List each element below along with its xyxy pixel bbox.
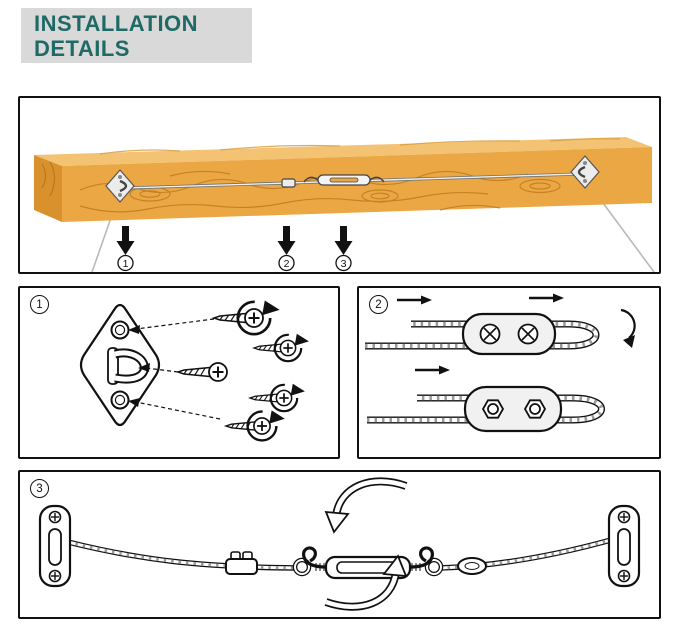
right-pad-eye xyxy=(570,155,600,189)
rope-sleeve xyxy=(457,557,487,575)
step3-panel: 3 xyxy=(18,470,661,619)
rotate-arrow-bottom-icon xyxy=(324,554,408,611)
leader-lines xyxy=(135,318,221,420)
clip-body xyxy=(463,385,563,433)
rope-eye-right xyxy=(424,557,444,577)
hex-nuts xyxy=(481,399,547,419)
curved-arrow-icon xyxy=(620,308,636,339)
curved-arrowhead xyxy=(623,335,635,348)
rotate-arrow-top-icon xyxy=(324,477,408,534)
leader-arrowhead xyxy=(138,363,150,372)
right-arrow-icon xyxy=(527,292,566,304)
left-rope-clip xyxy=(225,551,258,575)
callout-1: 1 xyxy=(117,254,134,272)
right-hook-icon xyxy=(409,546,434,569)
step3-number-badge: 3 xyxy=(30,479,49,498)
step2-panel: 2 xyxy=(357,286,661,459)
right-wall-plate xyxy=(607,504,641,588)
rope xyxy=(365,320,600,350)
callout-1-number: 1 xyxy=(123,258,129,270)
step3-illustration xyxy=(38,477,641,611)
title-line-2: DETAILS xyxy=(34,36,130,61)
step2-number-badge: 2 xyxy=(369,295,388,314)
down-arrow-icon-3 xyxy=(334,226,353,255)
ring-bracket xyxy=(107,347,119,385)
turnbuckle xyxy=(302,546,434,580)
duplex-clip-nut-view xyxy=(367,385,605,433)
callout-2: 2 xyxy=(278,254,295,272)
callout-3-number: 3 xyxy=(341,258,347,270)
leader-arrowhead xyxy=(128,398,140,407)
down-arrow-icon-1 xyxy=(116,226,135,255)
page-title: INSTALLATION DETAILS xyxy=(21,8,252,63)
overview-panel: 1 2 3 xyxy=(18,96,661,274)
duplex-clip-cross-bolt-view xyxy=(365,292,636,376)
down-arrow-icon-2 xyxy=(277,226,296,255)
turnbuckle-icon xyxy=(303,174,385,186)
bolt-cross-marks xyxy=(483,327,535,341)
rope-eye-left xyxy=(292,557,312,577)
step1-number-badge: 1 xyxy=(30,295,49,314)
left-wall-plate xyxy=(38,504,72,588)
wire-clip-icon xyxy=(281,178,296,188)
callout-3: 3 xyxy=(335,254,352,272)
title-line-1: INSTALLATION xyxy=(34,11,199,36)
step2-illustration xyxy=(365,292,636,433)
thread-ticks xyxy=(315,563,421,571)
screw-icon xyxy=(177,362,228,382)
left-hook-icon xyxy=(302,546,327,569)
leader-arrowhead xyxy=(128,325,140,334)
left-rope xyxy=(67,539,297,571)
clip-body xyxy=(461,312,557,356)
pad-eye-plate xyxy=(79,303,161,427)
left-pad-eye xyxy=(105,169,135,203)
overview-illustration: 1 2 3 xyxy=(34,137,655,272)
rope xyxy=(367,394,605,424)
callout-2-number: 2 xyxy=(284,258,290,270)
right-arrow-icon xyxy=(395,294,434,306)
step1-panel: 1 xyxy=(18,286,340,459)
step1-illustration xyxy=(79,299,310,442)
right-arrow-icon xyxy=(413,364,452,376)
